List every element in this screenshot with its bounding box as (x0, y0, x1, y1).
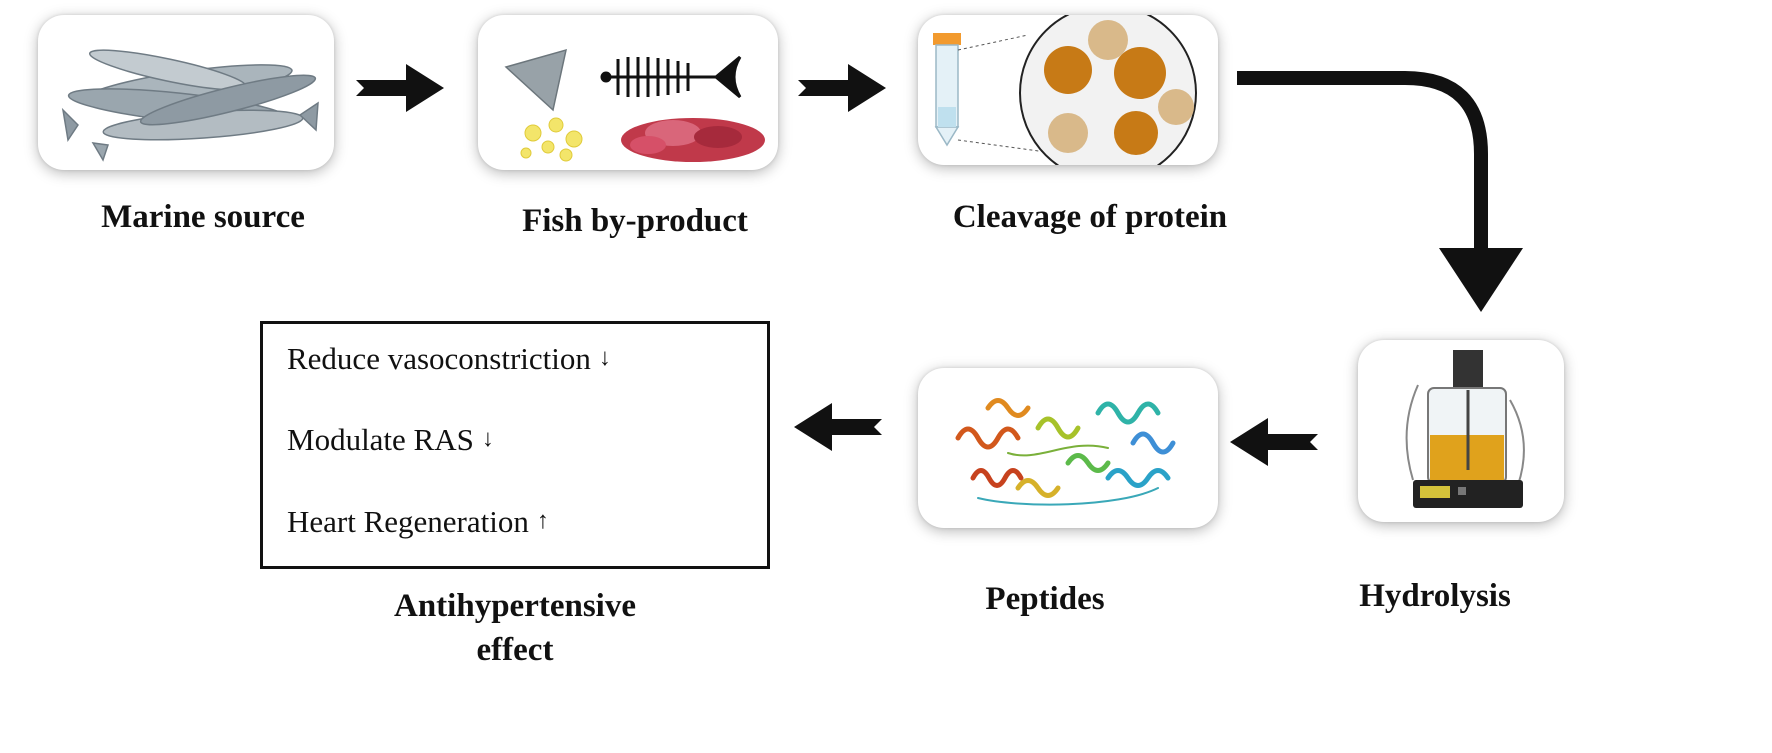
up-arrow-icon: ↑ (536, 508, 549, 534)
effect-reduce-vasoconstriction: Reduce vasoconstriction ↓ (287, 341, 611, 377)
effect-text: Modulate RAS (287, 422, 474, 457)
label-marine-source: Marine source (101, 199, 305, 235)
magnified-protein-circle-icon (1019, 15, 1197, 165)
bioreactor-icon (1405, 350, 1525, 508)
label-cleavage-of-protein: Cleavage of protein (952, 199, 1228, 235)
test-tube-icon (933, 33, 961, 147)
fish-oil-icon (520, 117, 583, 162)
effects-box: Reduce vasoconstriction ↓ Modulate RAS ↓ H… (260, 321, 770, 569)
down-arrow-icon: ↓ (481, 426, 494, 452)
peptides-image (918, 368, 1218, 528)
arrow-peptides-to-effect (794, 403, 882, 451)
arrow-hydrolysis-to-peptides (1230, 418, 1318, 466)
fish-icon (61, 49, 319, 162)
effect-heart-regeneration: Heart Regeneration ↑ (287, 504, 549, 540)
fish-meat-icon (621, 118, 765, 162)
down-arrow-icon: ↓ (598, 345, 611, 371)
effect-text: Heart Regeneration (287, 504, 529, 539)
arrow-marine-to-byproduct (356, 64, 444, 112)
effect-modulate-ras: Modulate RAS ↓ (287, 422, 494, 458)
label-antihypertensive-effect: Antihypertensive effect (350, 585, 680, 672)
marine-source-image (38, 15, 334, 170)
fish-byproduct-image (478, 15, 778, 170)
fish-skeleton-icon (600, 55, 742, 99)
label-peptides: Peptides (985, 581, 1105, 617)
cleavage-of-protein-image (918, 15, 1218, 165)
protein-structure-icon (955, 398, 1176, 506)
hydrolysis-image (1358, 340, 1564, 522)
label-antihypertensive-line1: Antihypertensive (394, 588, 636, 624)
label-antihypertensive-line2: effect (476, 631, 554, 668)
arrow-cleavage-to-hydrolysis (1237, 71, 1523, 312)
label-hydrolysis: Hydrolysis (1359, 578, 1511, 614)
effect-text: Reduce vasoconstriction (287, 341, 591, 376)
fish-head-icon (504, 48, 567, 112)
arrow-byproduct-to-cleavage (798, 64, 886, 112)
label-fish-byproduct: Fish by-product (522, 203, 748, 239)
